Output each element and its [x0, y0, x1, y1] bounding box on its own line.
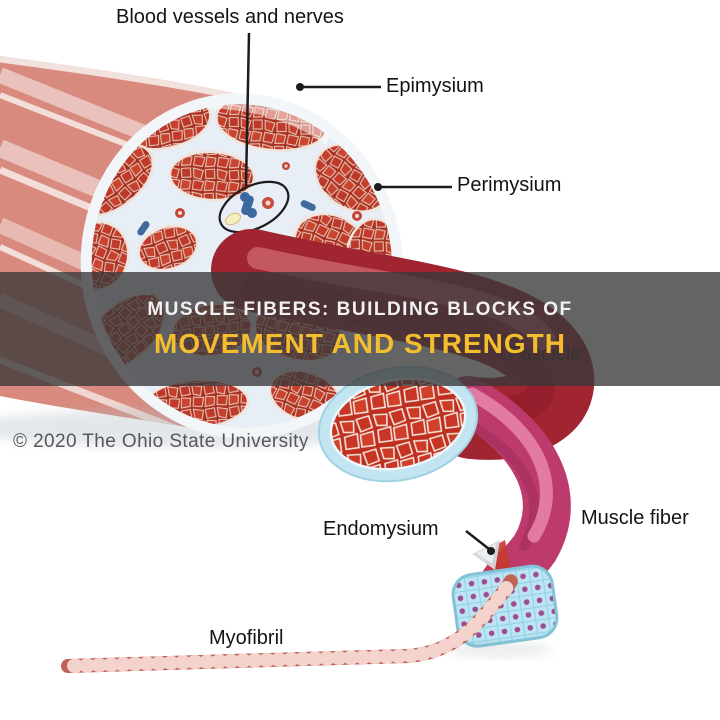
blood-vessels-pointer-line	[244, 32, 251, 187]
muscle-fiber-label: Muscle fiber	[581, 507, 689, 529]
endomysium-label: Endomysium	[323, 518, 439, 540]
perimysium-pointer-dot	[374, 183, 382, 191]
epimysium-label: Epimysium	[386, 75, 484, 97]
blood-vessel-circle-outline	[218, 180, 290, 234]
central-vessel-nerve-group	[224, 192, 274, 226]
perimysium-label: Perimysium	[457, 174, 562, 196]
pointer-dots	[296, 83, 495, 555]
blood-vessels-nerves-label: Blood vessels and nerves	[116, 6, 344, 28]
title-banner: MUSCLE FIBERS: BUILDING BLOCKS OF MOVEME…	[0, 272, 720, 386]
fiber-shadow	[448, 642, 552, 658]
myofibril-strand	[61, 574, 518, 673]
copyright-notice: © 2020 The Ohio State University	[13, 431, 309, 452]
endomysium-pointer-line	[465, 530, 490, 550]
banner-title: MUSCLE FIBERS: BUILDING BLOCKS OF	[147, 298, 573, 320]
endomysium-pointer-dot	[487, 547, 495, 555]
pointer-lines	[244, 32, 490, 550]
myofibril-label: Myofibril	[209, 627, 284, 649]
fascicle-cross-section	[317, 365, 479, 483]
epimysium-pointer-dot	[296, 83, 304, 91]
banner-subtitle: MOVEMENT AND STRENGTH	[154, 327, 566, 359]
